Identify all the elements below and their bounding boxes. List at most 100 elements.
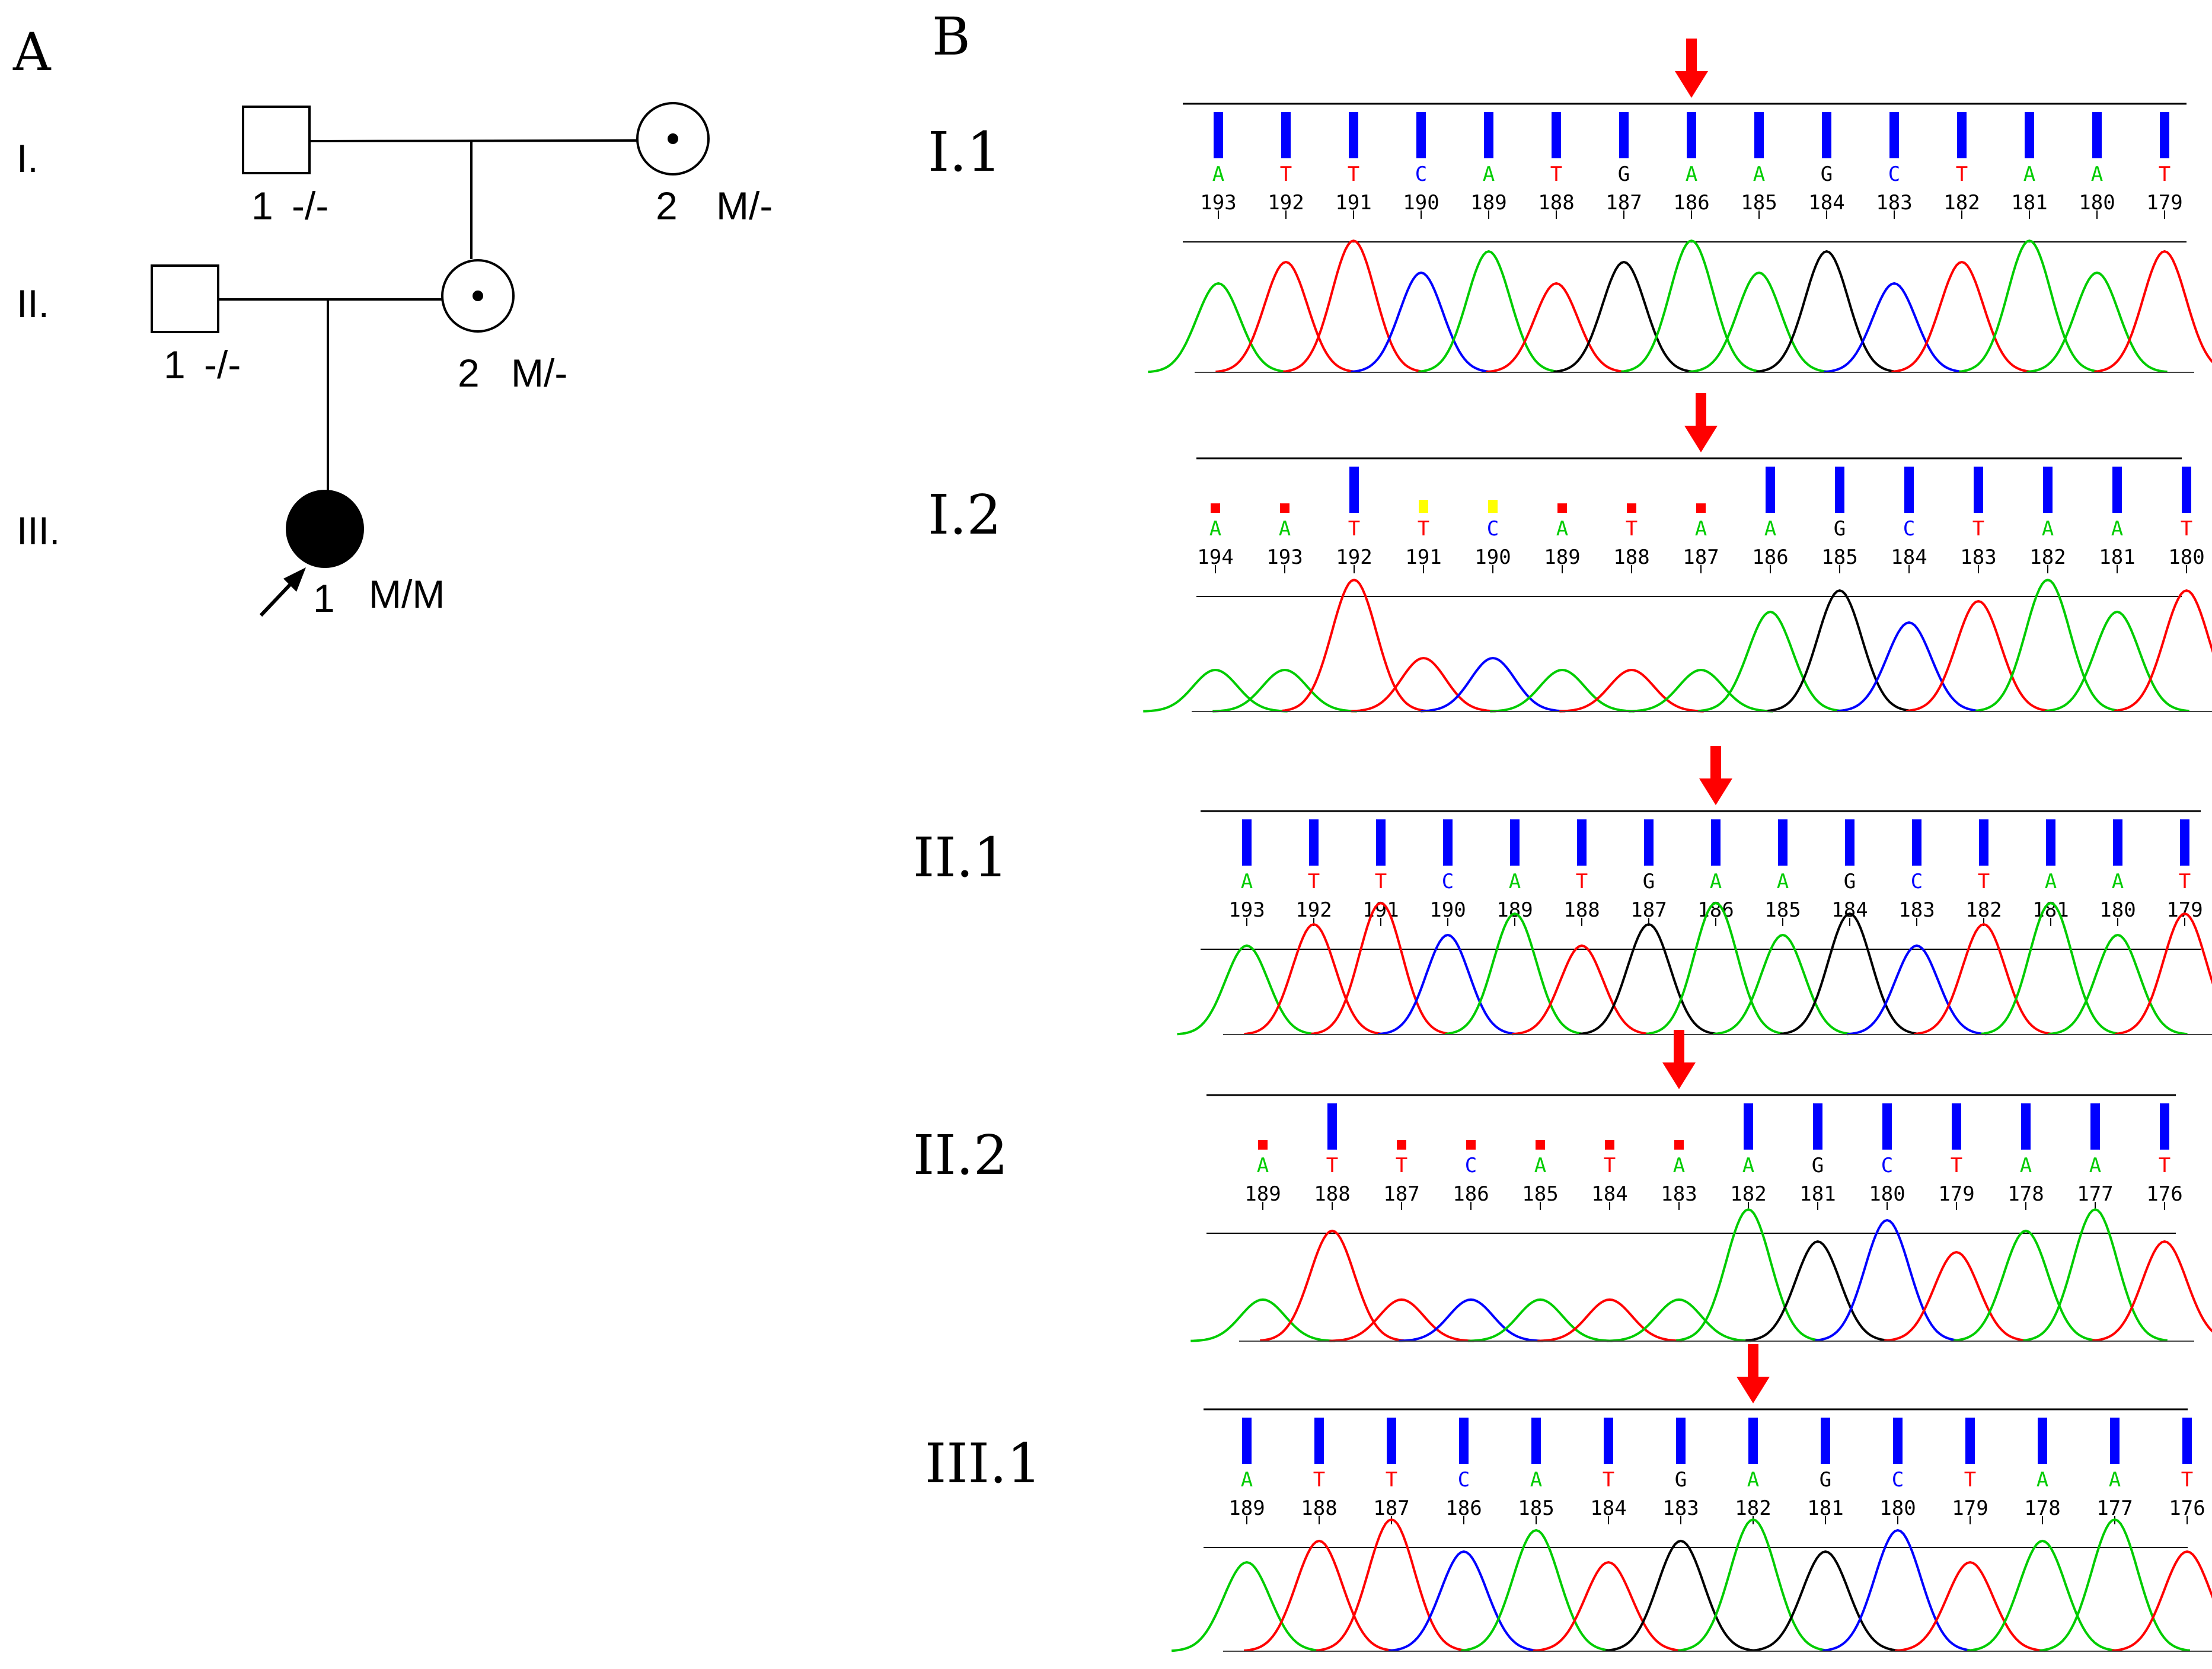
- base-call: G: [1618, 162, 1630, 186]
- quality-bar: [1974, 467, 1983, 513]
- mutation-arrow-shaft: [1710, 746, 1721, 783]
- quality-bar: [1376, 819, 1386, 866]
- trace-peak: [1537, 1298, 1682, 1342]
- position-label: 187: [1630, 898, 1667, 922]
- quality-bar: [2110, 1418, 2120, 1464]
- position-label: 192: [1295, 898, 1332, 922]
- quality-bar: [1821, 1418, 1830, 1464]
- quality-bar: [1242, 819, 1252, 866]
- trace-peak: [1607, 1298, 1751, 1342]
- trace-peak: [1260, 1229, 1405, 1342]
- base-call: A: [1742, 1154, 1754, 1177]
- base-call: T: [2159, 162, 2170, 186]
- individual-II-1-genotype: -/-: [204, 343, 241, 387]
- trace-peak: [2048, 933, 2188, 1036]
- base-call: C: [1892, 1468, 1904, 1492]
- mutation-arrow-head: [1737, 1377, 1770, 1403]
- generation-label-2: II.: [17, 282, 49, 325]
- trace-peak: [1688, 271, 1830, 374]
- position-label: 185: [1741, 191, 1777, 215]
- chromatogram-labels: I.1 I.2 II.1 II.2 III.1: [913, 120, 1042, 1495]
- position-label: 179: [1938, 1182, 1974, 1206]
- mutation-arrow-shaft: [1674, 1030, 1684, 1067]
- mutation-arrow-shaft: [1748, 1344, 1758, 1381]
- quality-bar: [1242, 1418, 1252, 1464]
- base-call: T: [1978, 870, 1990, 893]
- position-label: 184: [1831, 898, 1868, 922]
- position-label: 188: [1314, 1182, 1350, 1206]
- position-label: 190: [1474, 545, 1511, 569]
- position-label: 186: [1752, 545, 1788, 569]
- position-label: 190: [1429, 898, 1466, 922]
- position-label: 187: [1373, 1496, 1409, 1520]
- base-call: T: [1326, 1154, 1338, 1177]
- quality-bar: [1577, 819, 1587, 866]
- position-label: 186: [1673, 191, 1709, 215]
- quality-bar: [1488, 500, 1498, 513]
- quality-bar: [1965, 1418, 1975, 1464]
- position-label: 189: [1544, 545, 1580, 569]
- quality-bar: [1889, 112, 1899, 158]
- quality-bar: [1466, 1140, 1476, 1150]
- quality-bar: [2043, 467, 2053, 513]
- trace-peak: [1621, 239, 1762, 373]
- quality-bar: [2038, 1418, 2047, 1464]
- position-label: 180: [1869, 1182, 1905, 1206]
- base-call: T: [1396, 1154, 1407, 1177]
- trace-peak: [1445, 912, 1585, 1035]
- trace-peak: [2094, 250, 2212, 373]
- position-label: 184: [1590, 1496, 1626, 1520]
- trace-peak: [2092, 1240, 2212, 1342]
- quality-bar: [2112, 467, 2122, 513]
- base-call: T: [1603, 1468, 1614, 1492]
- quality-bar: [1604, 1418, 1613, 1464]
- trace-peak: [1837, 621, 1981, 713]
- chromatogram-5: A189T188T187C186A185T184G183A182G181C180…: [1171, 1344, 2212, 1652]
- trace-peak: [1316, 1518, 1467, 1652]
- quality-bar: [1627, 503, 1636, 513]
- base-call: A: [1753, 162, 1765, 186]
- quality-bar: [1845, 819, 1854, 866]
- trace-peak: [1954, 1229, 2098, 1342]
- mutation-arrow-shaft: [1696, 393, 1706, 430]
- trace-peak: [1967, 1539, 2118, 1652]
- trace-peak: [1553, 260, 1694, 374]
- quality-bar: [2182, 1418, 2192, 1464]
- individual-II-2-number: 2: [458, 351, 480, 395]
- base-call: T: [1348, 162, 1359, 186]
- quality-bar: [1397, 1140, 1406, 1150]
- trace-peak: [2023, 1208, 2168, 1342]
- quality-bar: [2180, 819, 2189, 866]
- quality-bar: [1314, 1418, 1324, 1464]
- base-call: A: [1209, 517, 1221, 541]
- trace-peak: [1894, 1561, 2046, 1652]
- trace-peak: [1421, 656, 1565, 713]
- panel-b-label: B: [932, 6, 971, 67]
- trace-peak: [1767, 589, 1912, 712]
- base-call: C: [1911, 870, 1923, 893]
- chromatogram-label: I.2: [928, 483, 1001, 547]
- position-label: 185: [1764, 898, 1801, 922]
- base-call: A: [2037, 1468, 2048, 1492]
- proband-arrow-head: [283, 567, 306, 592]
- base-call: T: [1576, 870, 1588, 893]
- trace-peak: [1975, 578, 2120, 712]
- quality-bar: [1531, 1418, 1541, 1464]
- quality-bar: [1676, 1418, 1686, 1464]
- quality-bar: [1280, 503, 1289, 513]
- base-call: T: [2179, 870, 2191, 893]
- position-label: 186: [1445, 1496, 1482, 1520]
- base-call: C: [1903, 517, 1915, 541]
- base-call: C: [1487, 517, 1499, 541]
- quality-bar: [1258, 1140, 1268, 1150]
- position-label: 189: [1244, 1182, 1281, 1206]
- mutation-arrow-head: [1675, 71, 1708, 98]
- base-call: A: [2109, 1468, 2121, 1492]
- base-call: T: [1308, 870, 1320, 893]
- quality-bar: [1744, 1103, 1753, 1150]
- base-call: C: [1881, 1154, 1893, 1177]
- trace-peak: [1351, 271, 1492, 374]
- quality-bar: [1952, 1103, 1961, 1150]
- base-call: T: [1375, 870, 1387, 893]
- position-label: 182: [1965, 898, 2002, 922]
